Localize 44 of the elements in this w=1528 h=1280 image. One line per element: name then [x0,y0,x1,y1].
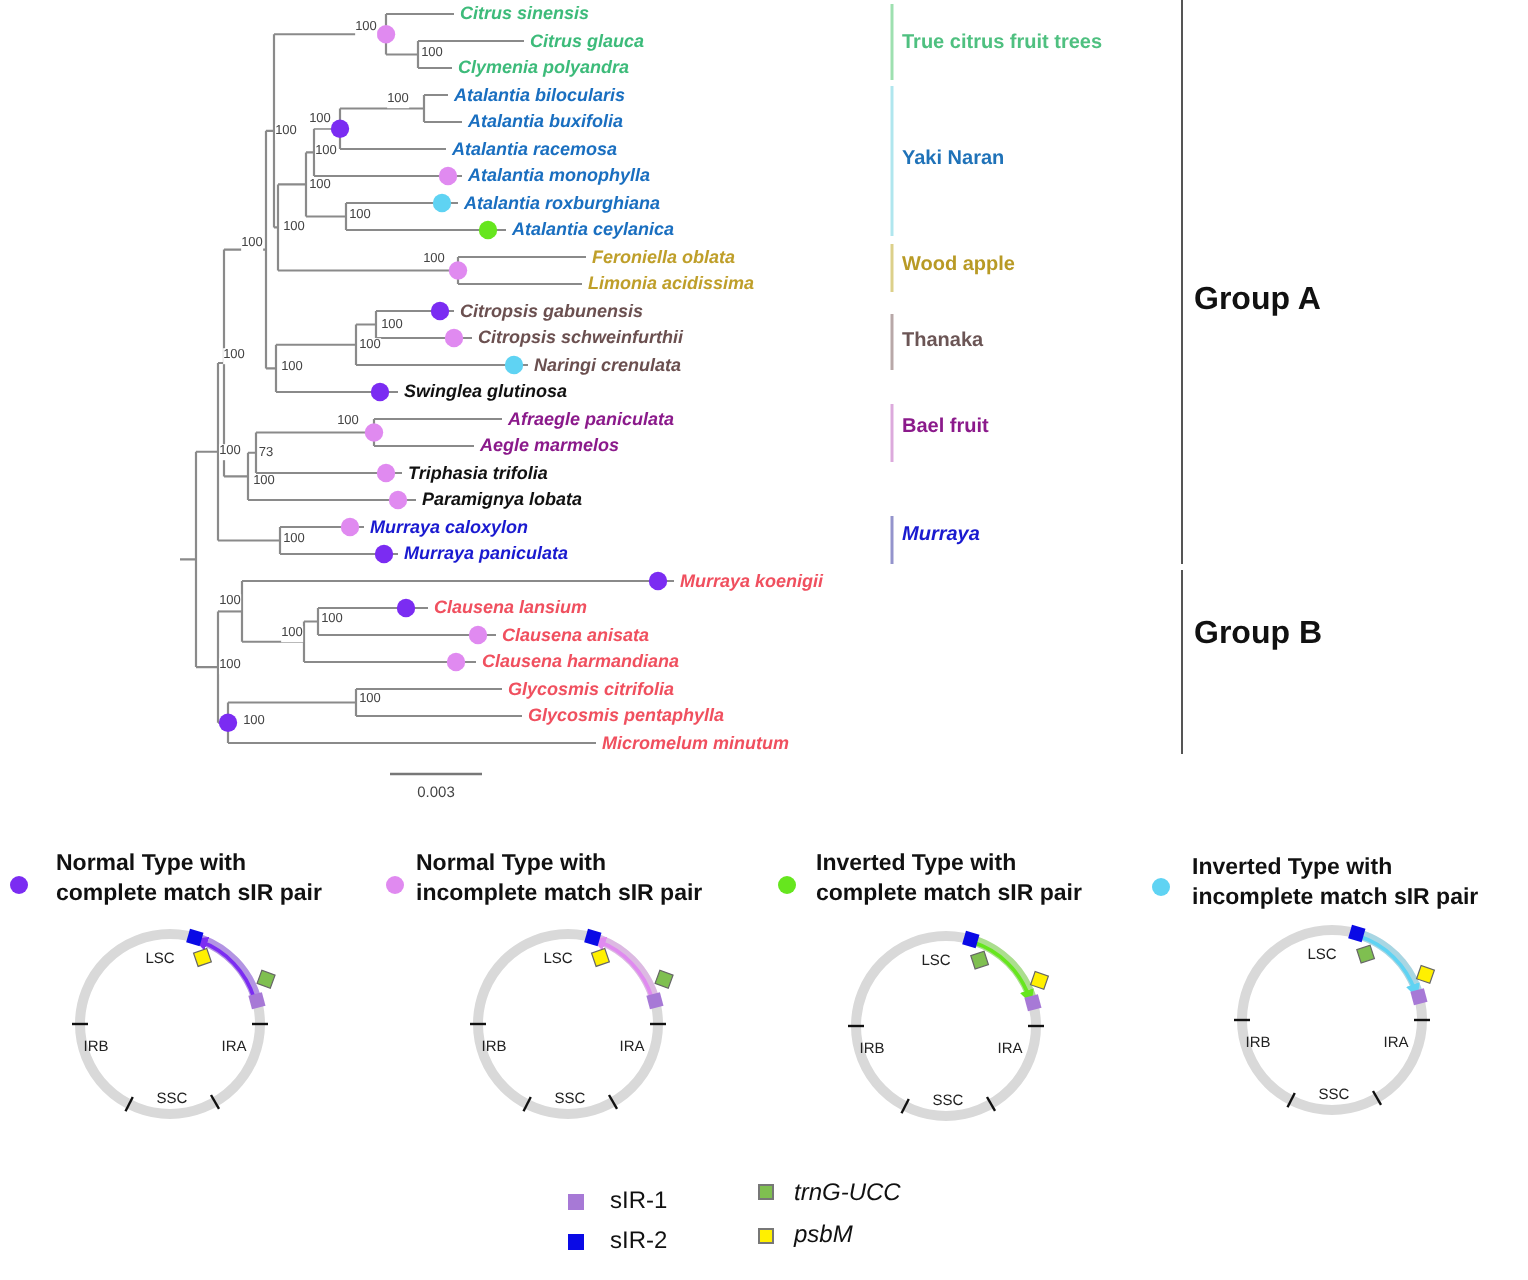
taxon-label: Naringi crenulata [534,354,682,376]
taxon-label: Swinglea glutinosa [404,381,568,403]
taxon-label: Atalantia ceylanica [512,219,675,241]
legend-label: Inverted Type with incomplete match sIR pair [1192,854,1481,914]
taxon-label: Feroniella oblata [592,246,736,268]
taxon-label: Murraya caloxylon [370,516,529,538]
taxon-label: Limonia acidissima [588,273,755,295]
legend-label: sIR-1 [610,1186,668,1214]
taxon-label: Clausena harmandiana [482,651,680,673]
taxon-label: Citrus glauca [530,30,645,52]
legend-label: Normal Type with complete match sIR pair [56,850,324,910]
clade-label: Bael fruit [902,416,989,440]
taxon-label: Atalantia bilocularis [454,84,626,106]
taxon-label: Citrus sinensis [460,3,590,25]
taxon-label: Citropsis gabunensis [460,300,644,322]
taxon-label: Micromelum minutum [602,732,790,754]
taxon-label: Clausena anisata [502,624,650,646]
taxon-label: Murraya paniculata [404,543,569,565]
taxon-label: Glycosmis citrifolia [508,678,675,700]
legend-label: sIR-2 [610,1226,668,1254]
group-label: Group A [1194,280,1321,320]
clade-label: Yaki Naran [902,148,1005,172]
taxon-label: Clausena lansium [434,597,588,619]
taxon-label: Clymenia polyandra [458,57,630,79]
clade-label: True citrus fruit trees [902,32,1103,56]
legend-label: Normal Type with incomplete match sIR pair [416,850,705,910]
taxon-label: Atalantia racemosa [452,138,618,160]
taxon-label: Citropsis schweinfurthii [478,327,684,349]
legend-label: trnG-UCC [794,1178,901,1206]
taxon-label: Afraegle paniculata [508,408,675,430]
clade-label: Thanaka [902,330,984,354]
legend-label: psbM [794,1220,853,1248]
taxon-label: Paramignya lobata [422,489,583,511]
clade-label: Murraya [902,524,980,548]
clade-label: Wood apple [902,254,1015,278]
taxon-label: Atalantia monophylla [468,165,651,187]
taxon-label: Triphasia trifolia [408,462,548,484]
legend-label: Inverted Type with complete match sIR pair [816,850,1084,910]
group-label: Group B [1194,614,1322,654]
taxon-label: Atalantia buxifolia [468,111,624,133]
taxon-label: Glycosmis pentaphylla [528,705,725,727]
taxon-label: Aegle marmelos [480,435,620,457]
taxon-label: Atalantia roxburghiana [464,192,661,214]
taxon-label: Murraya koenigii [680,570,824,592]
